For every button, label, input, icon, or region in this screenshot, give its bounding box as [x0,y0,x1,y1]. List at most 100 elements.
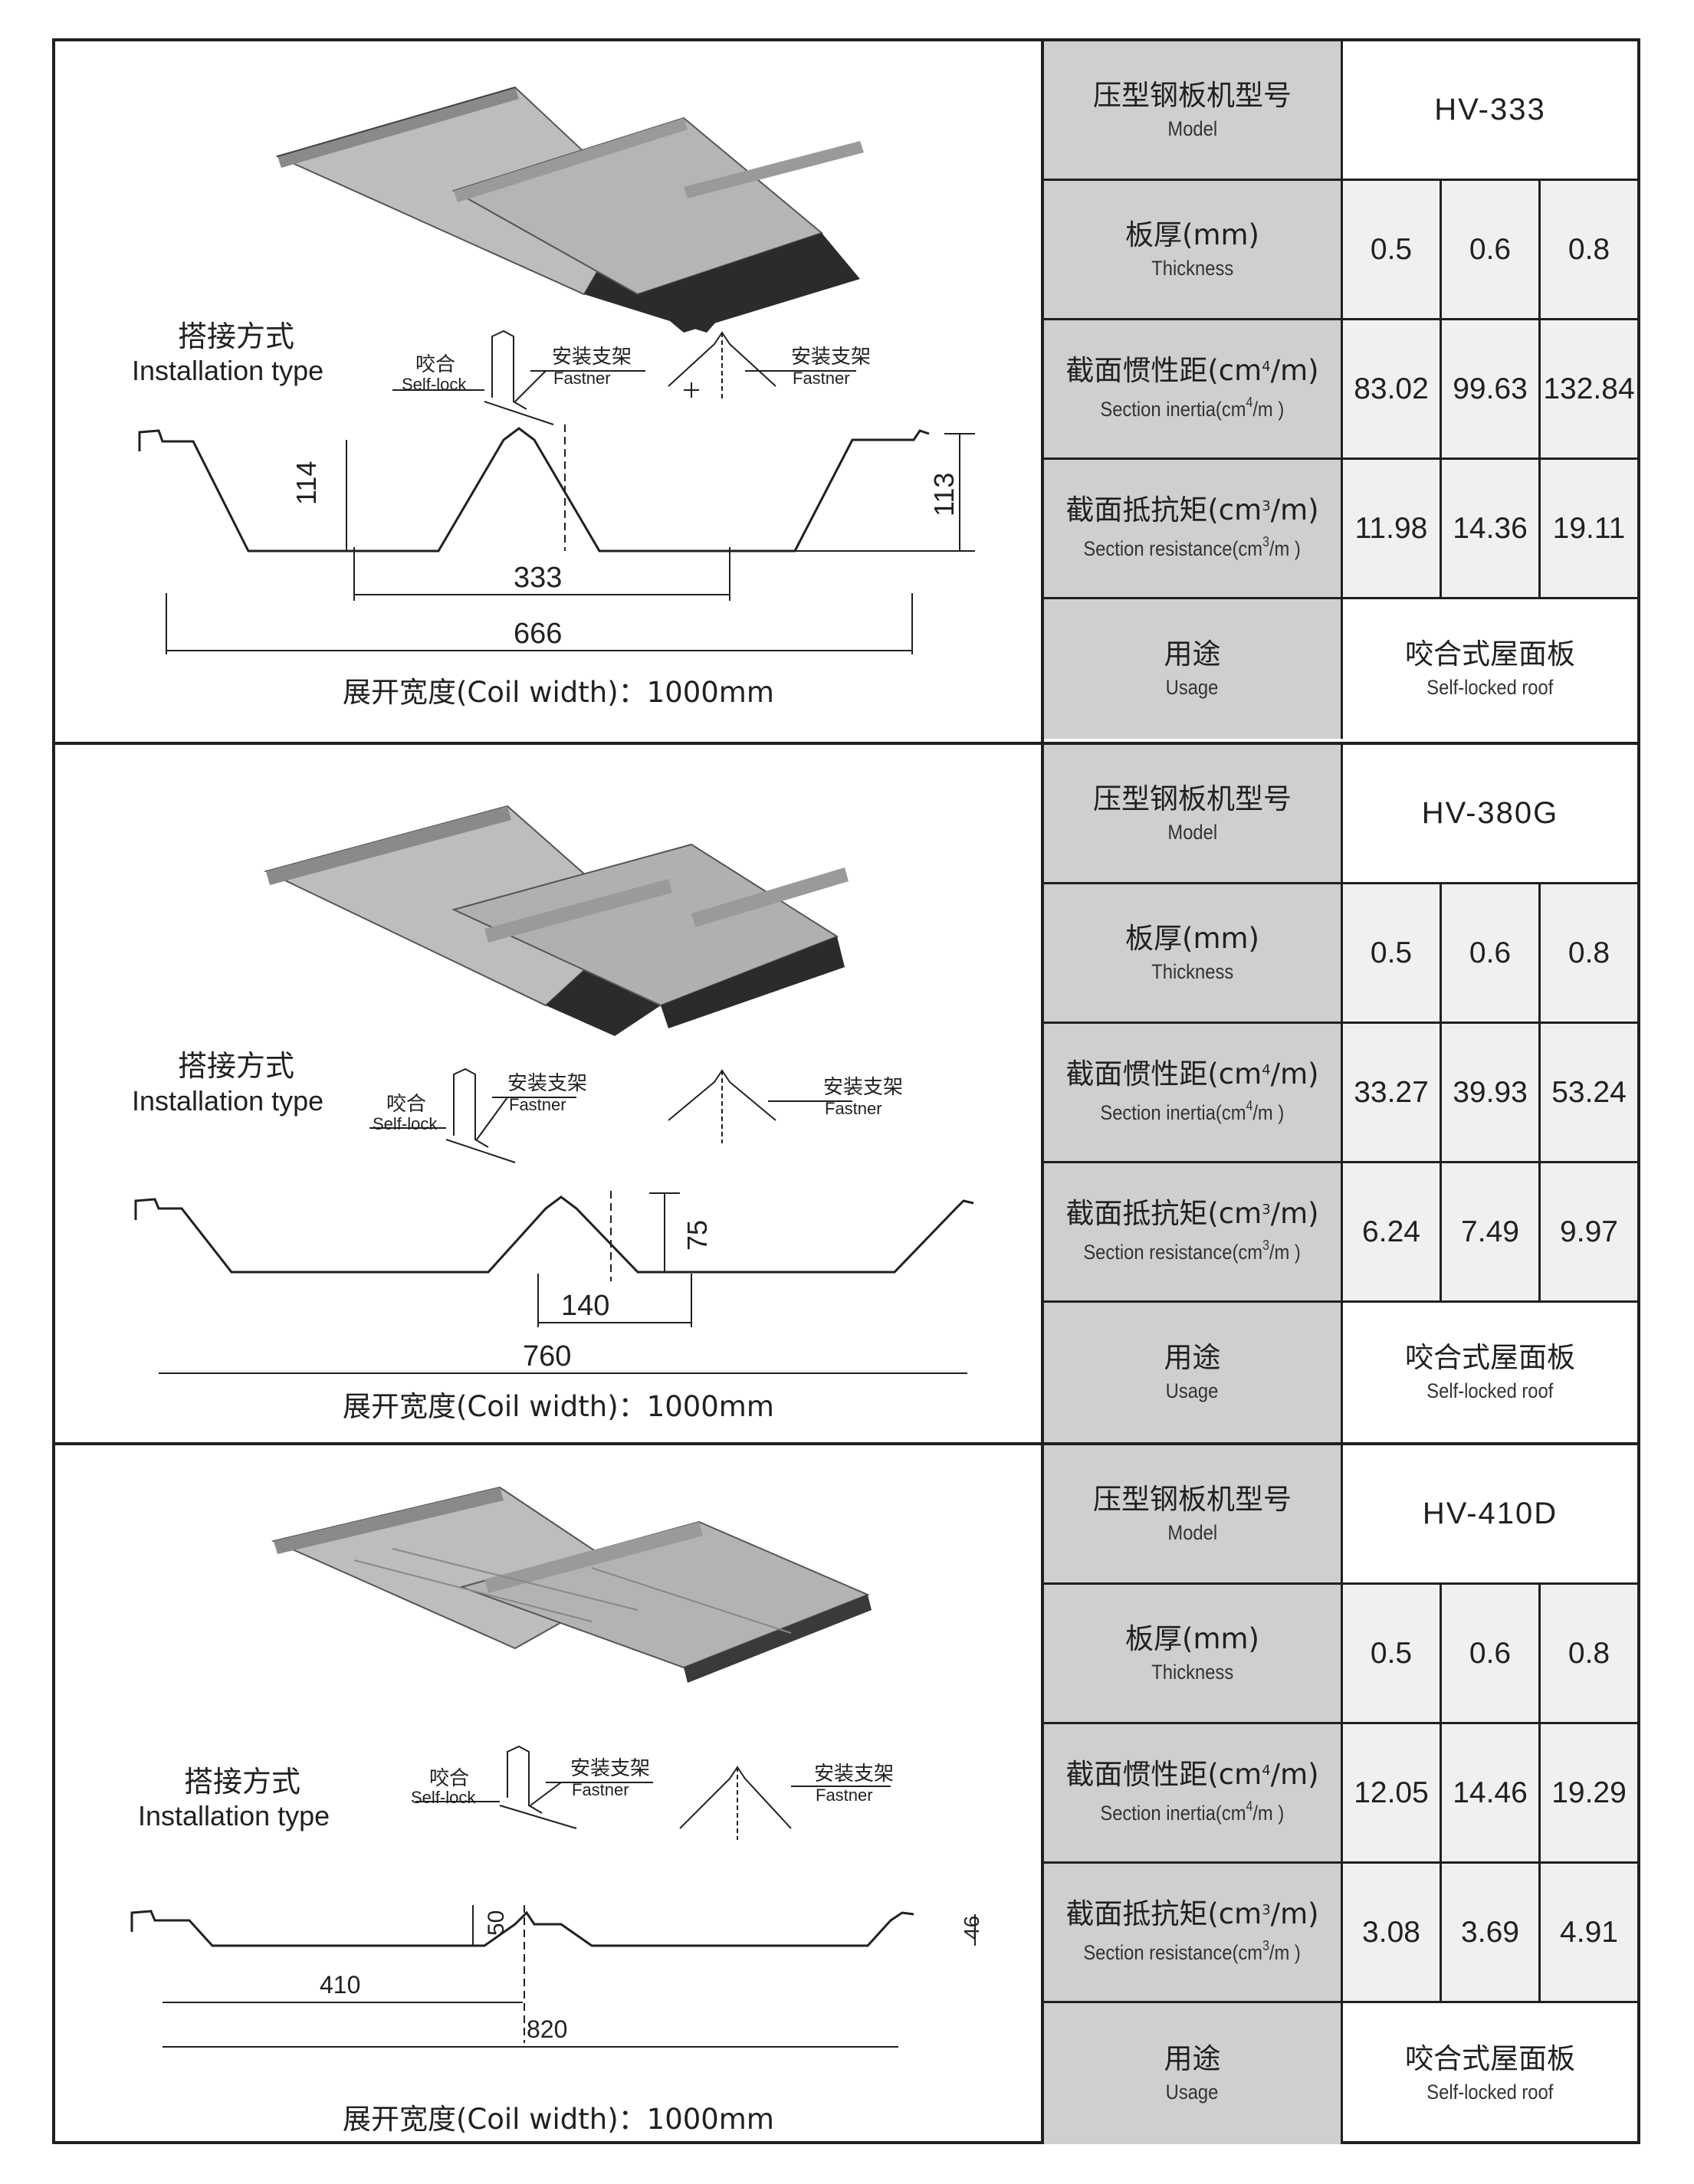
resistance-label-en: Section resistance(cm3/m ) [1083,533,1302,560]
usage-value-en: Self-locked roof [1426,676,1554,699]
product-section-1: 搭接方式 Installation type 咬合 Self-lock 安装支架… [55,41,1637,742]
install-type-cn: 搭接方式 [178,320,294,353]
fastner-detail [668,331,856,402]
coil-width-label: 展开宽度(Coil width)：1000mm [343,676,774,709]
usage-label-en: Usage [1166,676,1219,699]
usage-value-en: Self-locked roof [1426,2081,1554,2104]
selflock-en: Self-lock [411,1788,476,1807]
dim-height-right: 113 [928,473,960,516]
thickness-label-en: Thickness [1151,959,1233,983]
usage-label-en: Usage [1166,1379,1219,1402]
dim-width-inner: 410 [320,1971,360,1999]
usage-value-en: Self-locked roof [1426,1379,1554,1402]
model-value: HV-410D [1422,1497,1558,1530]
resistance-label-cn: 截面抵抗矩(cm3/m) [1065,1897,1319,1930]
selflock-en: Self-lock [373,1114,438,1133]
install-type-cn: 搭接方式 [178,1049,294,1083]
selflock-detail [392,330,645,425]
thickness-label-en: Thickness [1151,256,1233,280]
dim-height-left: 50 [484,1910,509,1936]
fastner-en-1: Fastner [509,1095,566,1114]
inertia-value: 39.93 [1442,1024,1541,1161]
row-resistance: 截面抵抗矩(cm3/m) Section resistance(cm3/m ) … [1044,1864,1637,2003]
resistance-label-en: Section resistance(cm3/m ) [1083,1237,1302,1264]
resistance-value: 11.98 [1343,460,1442,597]
inertia-value: 14.46 [1442,1724,1541,1861]
inertia-label-en: Section inertia(cm4/m ) [1100,1097,1285,1124]
fastner-detail [668,1069,852,1143]
install-type-en: Installation type [138,1800,330,1831]
dim-width-inner: 140 [561,1290,609,1322]
product-section-3: 搭接方式 Installation type 咬合 Self-lock 安装支架… [55,1442,1637,2144]
row-inertia: 截面惯性距(cm4/m) Section inertia(cm4/m ) 12.… [1044,1724,1637,1864]
dim-width-outer: 820 [527,2015,567,2043]
row-inertia: 截面惯性距(cm4/m) Section inertia(cm4/m ) 83.… [1044,320,1637,460]
selflock-detail [415,1745,653,1829]
resistance-label-cn: 截面抵抗矩(cm3/m) [1065,1196,1319,1230]
model-label-en: Model [1167,820,1217,844]
resistance-value: 6.24 [1343,1163,1442,1300]
resistance-label-cn: 截面抵抗矩(cm3/m) [1065,493,1319,526]
panel-3d-illustration [275,86,864,333]
inertia-value: 19.29 [1551,1776,1627,1809]
row-thickness: 板厚(mm)Thickness 0.5 0.6 0.8 [1044,181,1637,320]
profile-drawing-svg-2: 搭接方式 Installation type 咬合 Self-lock 安装支架… [132,805,974,1423]
install-type-cn: 搭接方式 [184,1765,300,1799]
fastner-cn-2: 安装支架 [814,1763,894,1786]
usage-label-cn: 用途 [1164,2042,1221,2075]
selflock-cn: 咬合 [415,353,455,376]
profile-drawing-svg-3: 搭接方式 Installation type 咬合 Self-lock 安装支架… [130,1486,983,2136]
fastner-en-2: Fastner [793,369,850,388]
usage-label-cn: 用途 [1164,1341,1221,1374]
selflock-en: Self-lock [402,375,467,394]
thickness-value: 0.6 [1442,181,1541,318]
install-type-en: Installation type [132,355,323,386]
panel-3d-illustration [264,805,849,1036]
thickness-value: 0.8 [1568,1636,1610,1670]
inertia-value: 132.84 [1543,372,1635,405]
profile-drawing-svg-1: 搭接方式 Installation type 咬合 Self-lock 安装支架… [132,86,975,709]
product-drawing-1: 搭接方式 Installation type 咬合 Self-lock 安装支架… [55,41,1041,742]
product-drawing-2: 搭接方式 Installation type 咬合 Self-lock 安装支架… [55,745,1041,1442]
resistance-value: 3.08 [1343,1864,1442,2001]
usage-value-cn: 咬合式屋面板 [1405,638,1575,671]
selflock-cn: 咬合 [386,1093,426,1116]
coil-width-label: 展开宽度(Coil width)：1000mm [343,1390,774,1423]
row-resistance: 截面抵抗矩(cm3/m) Section resistance(cm3/m ) … [1044,1163,1637,1303]
fastner-en-2: Fastner [816,1786,873,1805]
fastner-cn-2: 安装支架 [823,1076,903,1099]
fastner-cn-1: 安装支架 [552,346,632,369]
spec-sheet: 搭接方式 Installation type 咬合 Self-lock 安装支架… [52,38,1640,2144]
fastner-detail [679,1766,891,1840]
selflock-cn: 咬合 [429,1767,469,1790]
thickness-value: 0.5 [1343,884,1442,1021]
inertia-label-en: Section inertia(cm4/m ) [1100,394,1285,421]
dim-width-outer: 760 [523,1340,571,1372]
usage-label-en: Usage [1166,2081,1219,2104]
inertia-value: 12.05 [1343,1724,1442,1861]
profile-section-line [138,425,975,654]
thickness-label-cn: 板厚(mm) [1125,921,1259,955]
fastner-en-1: Fastner [572,1780,629,1799]
fastner-cn-1: 安装支架 [507,1072,587,1095]
resistance-value: 14.36 [1442,460,1541,597]
fastner-cn-1: 安装支架 [570,1757,650,1780]
model-label-cn: 压型钢板机型号 [1093,782,1292,815]
thickness-value: 0.8 [1568,232,1610,266]
inertia-value: 33.27 [1343,1024,1442,1161]
resistance-value: 4.91 [1560,1915,1618,1949]
thickness-value: 0.5 [1343,181,1442,318]
resistance-label-en: Section resistance(cm3/m ) [1083,1937,1302,1964]
inertia-label-cn: 截面惯性距(cm4/m) [1065,1057,1319,1090]
thickness-value: 0.5 [1343,1585,1442,1722]
resistance-value: 9.97 [1560,1215,1618,1248]
product-drawing-3: 搭接方式 Installation type 咬合 Self-lock 安装支架… [55,1445,1041,2144]
product-section-2: 搭接方式 Installation type 咬合 Self-lock 安装支架… [55,742,1637,1442]
